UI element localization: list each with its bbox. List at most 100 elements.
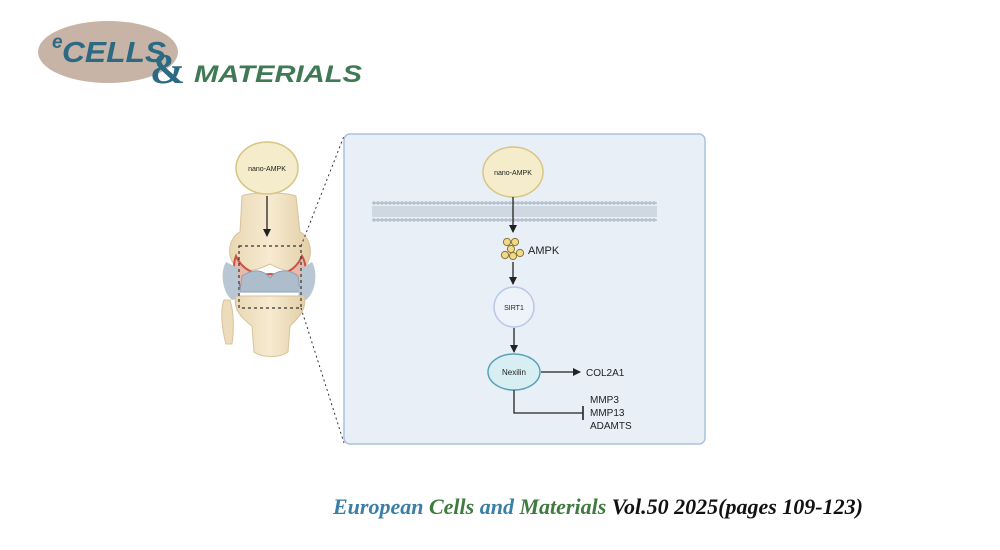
membrane-lipid-head: [476, 218, 480, 222]
membrane-lipid-head: [428, 218, 432, 222]
membrane-lipid-head: [588, 201, 592, 205]
ampk-complex-icon: [500, 237, 525, 261]
membrane-lipid-head: [580, 218, 584, 222]
membrane-lipid-head: [372, 218, 376, 222]
membrane-lipid-head: [532, 201, 536, 205]
membrane-lipid-head: [552, 218, 556, 222]
citation-volume: Vol.50 2025(pages 109-123): [611, 494, 863, 519]
nexilin-node: Nexilin: [487, 353, 541, 391]
membrane-lipid-head: [624, 218, 628, 222]
citation-and: and: [479, 494, 514, 519]
membrane-lipid-head: [532, 218, 536, 222]
membrane-lipid-head: [468, 201, 472, 205]
membrane-lipid-head: [596, 218, 600, 222]
membrane-lipid-head: [640, 201, 644, 205]
membrane-lipid-head: [432, 218, 436, 222]
membrane-lipid-head: [424, 201, 428, 205]
membrane-lipid-head: [600, 201, 604, 205]
ampk-label: AMPK: [528, 245, 560, 257]
membrane-lipid-head: [476, 201, 480, 205]
membrane-lipid-head: [384, 201, 388, 205]
membrane-lipid-head: [612, 201, 616, 205]
membrane-lipid-head: [400, 218, 404, 222]
membrane-lipid-head: [420, 201, 424, 205]
membrane-lipid-head: [460, 218, 464, 222]
membrane-lipid-head: [628, 218, 632, 222]
membrane-lipid-head: [604, 201, 608, 205]
membrane-lipid-head: [572, 218, 576, 222]
membrane-lipid-head: [432, 201, 436, 205]
membrane-lipid-head: [608, 218, 612, 222]
membrane-lipid-head: [584, 201, 588, 205]
membrane-lipid-head: [416, 201, 420, 205]
membrane-lipid-head: [568, 201, 572, 205]
membrane-lipid-head: [640, 218, 644, 222]
membrane-lipid-head: [572, 201, 576, 205]
membrane-lipid-head: [644, 218, 648, 222]
membrane-lipid-head: [520, 218, 524, 222]
top-nano-ampk-node: nano-AMPK: [482, 146, 544, 198]
membrane-lipid-head: [540, 218, 544, 222]
meniscus: [239, 270, 301, 293]
membrane-lipid-head: [568, 218, 572, 222]
logo-oval: [38, 21, 178, 83]
logo-e: e: [52, 32, 63, 53]
membrane-lipid-head: [396, 218, 400, 222]
membrane-lipid-head: [492, 201, 496, 205]
membrane-lipid-head: [648, 218, 652, 222]
membrane-lipid-head: [456, 201, 460, 205]
logo-ampersand: &: [150, 47, 185, 93]
top-nano-ampk-label: nano-AMPK: [494, 170, 532, 177]
col2a1-label: COL2A1: [586, 368, 625, 379]
membrane-lipid-head: [400, 201, 404, 205]
cell-membrane: [372, 201, 657, 222]
membrane-lipid-head: [376, 201, 380, 205]
membrane-lipid-head: [396, 201, 400, 205]
membrane-lipid-head: [580, 201, 584, 205]
membrane-lipid-head: [496, 201, 500, 205]
membrane-lipid-head: [552, 201, 556, 205]
membrane-lipid-head: [548, 218, 552, 222]
membrane-lipid-head: [592, 218, 596, 222]
membrane-lipid-head: [384, 218, 388, 222]
membrane-lipid-head: [616, 218, 620, 222]
membrane-lipid-head: [468, 218, 472, 222]
membrane-lipid-head: [388, 201, 392, 205]
membrane-lipid-head: [560, 201, 564, 205]
membrane-lipid-head: [648, 201, 652, 205]
tibia: [234, 295, 306, 357]
membrane-lipid-head: [484, 218, 488, 222]
membrane-lipid-head: [624, 201, 628, 205]
mmp3-label: MMP3: [590, 395, 619, 406]
membrane-lipid-head: [412, 201, 416, 205]
membrane-lipid-head: [372, 201, 376, 205]
membrane-lipid-head: [608, 201, 612, 205]
membrane-lipid-head: [464, 218, 468, 222]
meniscus-left: [222, 262, 240, 300]
focus-box: [238, 245, 302, 309]
membrane-lipid-head: [488, 218, 492, 222]
membrane-lipid-head: [408, 218, 412, 222]
membrane-lipid-head: [528, 201, 532, 205]
membrane-lipid-head: [460, 201, 464, 205]
membrane-lipid-head: [632, 218, 636, 222]
knee-illustration: [221, 192, 316, 357]
membrane-lipid-head: [504, 218, 508, 222]
membrane-lipid-head: [516, 218, 520, 222]
membrane-lipid-head: [404, 201, 408, 205]
citation-european: European: [333, 494, 424, 519]
femur: [229, 192, 311, 272]
membrane-lipid-head: [508, 218, 512, 222]
membrane-lipid-head: [548, 201, 552, 205]
logo-cells: CELLS: [62, 37, 167, 69]
membrane-lipid-head: [392, 201, 396, 205]
membrane-lipid-head: [560, 218, 564, 222]
membrane-lipid-head: [652, 218, 656, 222]
zoom-line-top: [300, 135, 345, 247]
membrane-lipid-head: [588, 218, 592, 222]
membrane-lipid-head: [556, 218, 560, 222]
mmp13-label: MMP13: [590, 408, 625, 419]
citation-materials: Materials: [519, 494, 607, 519]
adamts-label: ADAMTS: [590, 421, 632, 432]
membrane-lipid-head: [536, 201, 540, 205]
